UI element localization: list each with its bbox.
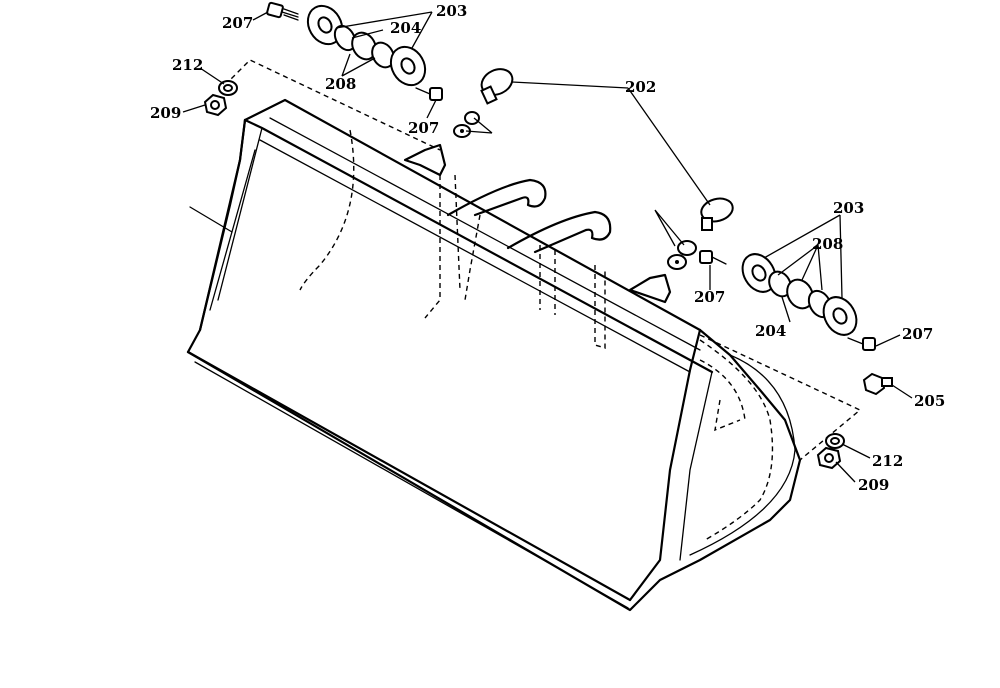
flange-plate-203-top-b xyxy=(389,45,427,87)
callout-203-top: 203 xyxy=(436,2,467,20)
bolt-207-top xyxy=(266,1,299,21)
callout-207-right: 207 xyxy=(694,288,725,306)
bolt-207-far xyxy=(847,337,876,351)
pin-202-top xyxy=(480,68,514,105)
callout-202: 202 xyxy=(625,78,656,96)
washers-near-pin-top xyxy=(453,111,480,138)
callout-203-right: 203 xyxy=(833,199,864,217)
bolt-207-right xyxy=(699,250,727,265)
callout-205: 205 xyxy=(914,392,945,410)
callout-204-top: 204 xyxy=(390,19,421,37)
callout-207-mid: 207 xyxy=(408,119,439,137)
flange-plate-203-right-b xyxy=(822,296,858,336)
callout-208-right: 208 xyxy=(812,235,843,253)
flange-plate-203-top xyxy=(306,4,344,46)
callout-212-right: 212 xyxy=(872,452,903,470)
bolt-207-mid xyxy=(415,87,443,101)
loader-bucket xyxy=(186,59,862,612)
callout-labels: 207 203 204 208 212 209 207 202 203 208 … xyxy=(150,2,945,494)
callout-209-right: 209 xyxy=(858,476,889,494)
washers-near-pin-right xyxy=(667,240,697,270)
washer-212-right xyxy=(825,433,845,449)
nut-209-left xyxy=(203,93,228,117)
callout-207-top: 207 xyxy=(222,14,253,32)
callout-207-far: 207 xyxy=(902,325,933,343)
grease-fitting-205 xyxy=(862,372,893,396)
washer-212-left xyxy=(218,80,238,96)
leader-lines xyxy=(182,11,913,483)
callout-209-left: 209 xyxy=(150,104,181,122)
ring-204-top xyxy=(333,24,395,69)
flange-plate-203-right xyxy=(741,253,777,293)
pin-202-right xyxy=(700,197,734,231)
callout-208-top: 208 xyxy=(325,75,356,93)
callout-212-left: 212 xyxy=(172,56,203,74)
callout-204-right: 204 xyxy=(755,322,786,340)
nut-209-right xyxy=(816,446,842,470)
